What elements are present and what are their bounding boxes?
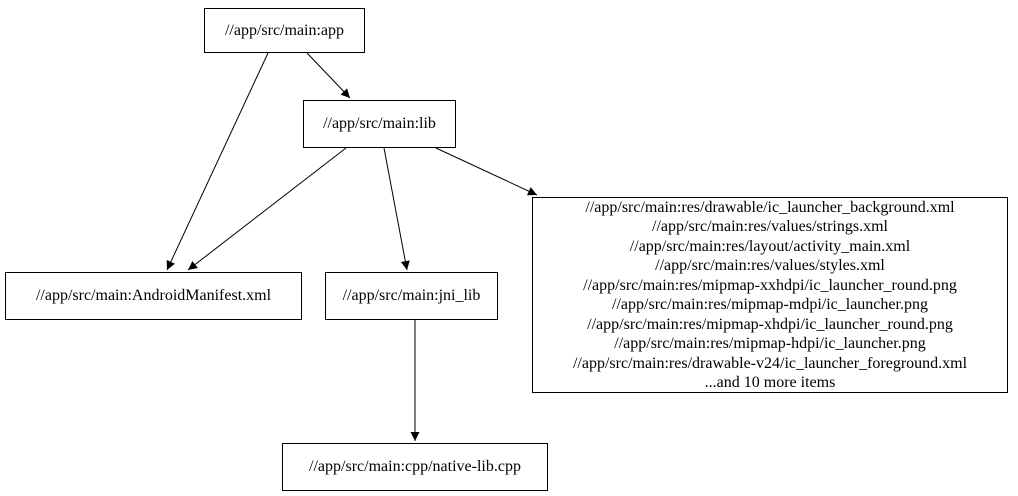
edge-lib-to-manifest — [187, 147, 347, 271]
resource-line: //app/src/main:res/drawable-v24/ic_launc… — [572, 354, 968, 372]
edge-app-to-manifest — [166, 52, 269, 271]
resource-line: //app/src/main:res/mipmap-xxhdpi/ic_laun… — [583, 276, 957, 294]
edge-lib-to-resources — [435, 147, 538, 196]
resource-line: //app/src/main:res/mipmap-hdpi/ic_launch… — [614, 335, 926, 352]
node-android-manifest-label: //app/src/main:AndroidManifest.xml — [35, 287, 272, 305]
node-lib-label: //app/src/main:lib — [323, 115, 436, 133]
resource-line: //app/src/main:res/mipmap-mdpi/ic_launch… — [612, 296, 928, 313]
node-native-lib-cpp-label: //app/src/main:cpp/native-lib.cpp — [309, 458, 521, 476]
edge-app-to-lib — [306, 52, 351, 99]
node-app-label: //app/src/main:app — [224, 21, 345, 39]
node-app: //app/src/main:app — [204, 8, 365, 53]
resource-line: //app/src/main:res/mipmap-xhdpi/ic_launc… — [587, 315, 953, 333]
resource-line: //app/src/main:res/values/styles.xml — [655, 257, 885, 274]
resource-line: //app/src/main:res/drawable/ic_launcher_… — [585, 198, 955, 216]
resource-line: //app/src/main:res/layout/activity_main.… — [629, 237, 911, 255]
edge-lib-to-jnilib — [383, 147, 410, 271]
node-jni-lib-label: //app/src/main:jni_lib — [342, 287, 481, 305]
node-resources-group: //app/src/main:res/drawable/ic_launcher_… — [532, 197, 1008, 393]
node-jni-lib: //app/src/main:jni_lib — [325, 272, 498, 320]
resource-line-more: ...and 10 more items — [704, 374, 836, 391]
node-android-manifest: //app/src/main:AndroidManifest.xml — [5, 272, 302, 320]
resource-line: //app/src/main:res/values/strings.xml — [652, 218, 888, 235]
node-lib: //app/src/main:lib — [303, 100, 456, 148]
node-native-lib-cpp: //app/src/main:cpp/native-lib.cpp — [282, 443, 548, 491]
